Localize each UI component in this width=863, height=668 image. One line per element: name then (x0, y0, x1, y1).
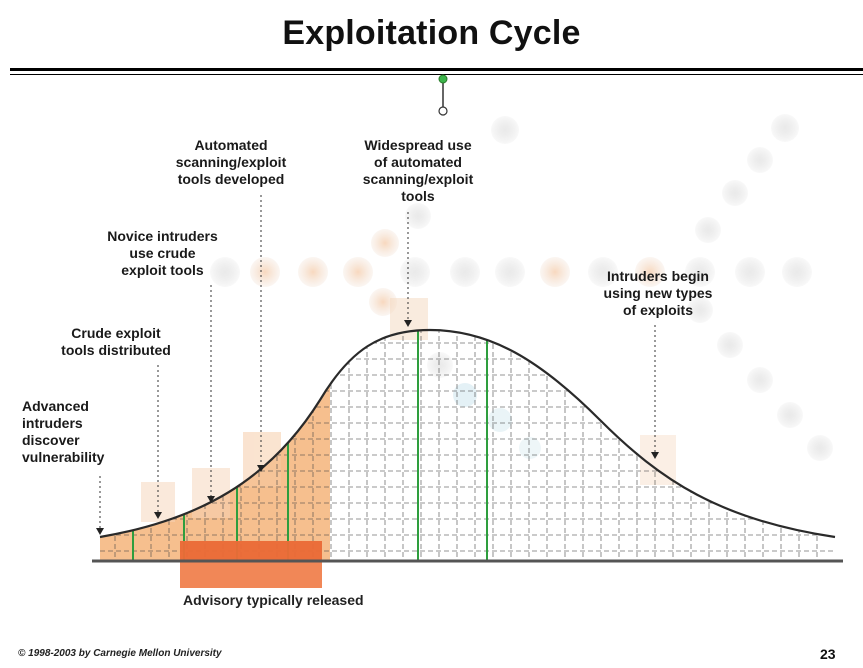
slide-title: Exploitation Cycle (282, 14, 581, 52)
arrow-highlight-boxes (141, 298, 676, 522)
arrowhead-novice-icon (207, 496, 215, 503)
arrowhead-new-types-icon (651, 452, 659, 459)
label-widespread-use: Widespread use of automated scanning/exp… (362, 137, 474, 204)
arrowhead-automated-icon (257, 465, 265, 472)
title-rule-thin (10, 74, 863, 75)
label-pointers (99, 195, 656, 528)
advisory-bar-top (180, 541, 322, 561)
copyright-footer: © 1998-2003 by Carnegie Mellon Universit… (18, 648, 222, 659)
vulnerability-curve (99, 328, 836, 539)
label-new-exploit-types: Intruders begin using new types of explo… (603, 268, 713, 318)
arrowhead-advanced-icon (96, 528, 104, 535)
page-number: 23 (820, 646, 836, 662)
label-automated-tools: Automated scanning/exploit tools develop… (175, 137, 287, 187)
top-connector-icon (438, 74, 448, 116)
arrowhead-widespread-icon (404, 320, 412, 327)
title-rule-thick (10, 68, 863, 71)
label-arrowheads (96, 320, 659, 535)
arrowhead-crude-icon (154, 512, 162, 519)
label-advanced-intruders: Advanced intruders discover vulnerabilit… (22, 398, 105, 465)
advisory-label: Advisory typically released (183, 592, 364, 608)
label-crude-exploit: Crude exploit tools distributed (61, 325, 171, 358)
background-dot-trail (210, 114, 833, 461)
label-novice-intruders: Novice intruders use crude exploit tools (107, 228, 218, 278)
